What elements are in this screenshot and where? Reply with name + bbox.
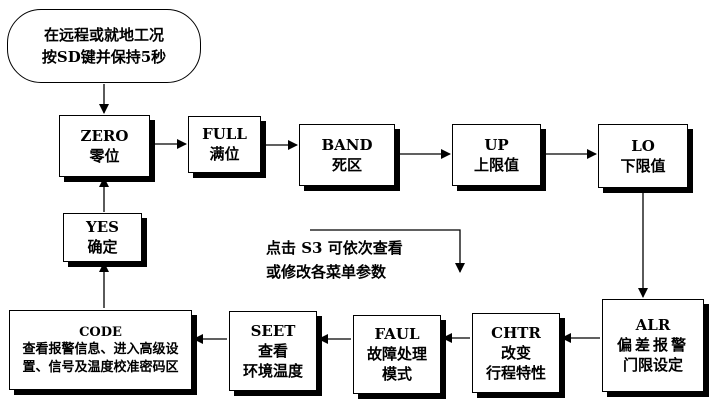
full-sub: 满位	[209, 145, 240, 163]
code-title: CODE	[79, 324, 122, 340]
zero-box: ZERO 零位	[59, 115, 150, 177]
band-sub: 死区	[331, 155, 362, 174]
faul-box: FAUL 故障处理 模式	[353, 315, 441, 394]
zero-title: ZERO	[80, 126, 129, 145]
full-box: FULL 满位	[188, 116, 261, 173]
seet-title: SEET	[250, 321, 296, 340]
seet-box: SEET 查看 环境温度	[229, 311, 317, 391]
up-box: UP 上限值	[452, 124, 541, 186]
start-line-2: 按SD键并保持5秒	[41, 48, 167, 66]
faul-title: FAUL	[374, 325, 420, 343]
start-line-1: 在远程或就地工况	[43, 26, 164, 44]
full-title: FULL	[202, 125, 247, 143]
arrow-note-next	[310, 229, 465, 273]
yes-title: YES	[86, 218, 119, 236]
code-sub-1: 查看报警信息、进入高级设	[22, 341, 179, 357]
code-sub-2: 置、信号及温度校准密码区	[22, 359, 179, 375]
note-line-1: 点击 S3 可依次查看	[266, 239, 403, 257]
chtr-title: CHTR	[491, 323, 541, 342]
chtr-sub-1: 改变	[500, 343, 531, 362]
seet-sub-2: 环境温度	[242, 361, 303, 380]
yes-sub: 确定	[87, 238, 118, 256]
start-box: 在远程或就地工况 按SD键并保持5秒	[7, 9, 201, 83]
code-box: CODE 查看报警信息、进入高级设 置、信号及温度校准密码区	[9, 310, 192, 390]
alr-box: ALR 偏差报警 门限设定	[602, 299, 704, 392]
alr-sub-2: 门限设定	[622, 356, 683, 374]
seet-sub-1: 查看	[257, 341, 288, 360]
note-line-2: 或修改各菜单参数	[266, 263, 387, 281]
up-title: UP	[484, 135, 509, 154]
faul-sub-1: 故障处理	[366, 345, 427, 363]
faul-sub-2: 模式	[381, 365, 412, 383]
lo-box: LO 下限值	[598, 124, 688, 188]
band-box: BAND 死区	[299, 124, 395, 186]
yes-box: YES 确定	[63, 213, 142, 262]
menu-note: 点击 S3 可依次查看 或修改各菜单参数	[266, 236, 456, 284]
alr-title: ALR	[635, 316, 671, 334]
lo-title: LO	[631, 136, 655, 155]
chtr-sub-2: 行程特性	[485, 363, 546, 382]
up-sub: 上限值	[473, 155, 519, 174]
zero-sub: 零位	[89, 146, 120, 165]
chtr-box: CHTR 改变 行程特性	[472, 313, 560, 393]
alr-sub-1: 偏差报警	[616, 336, 689, 354]
lo-sub: 下限值	[620, 156, 666, 175]
band-title: BAND	[321, 135, 373, 154]
